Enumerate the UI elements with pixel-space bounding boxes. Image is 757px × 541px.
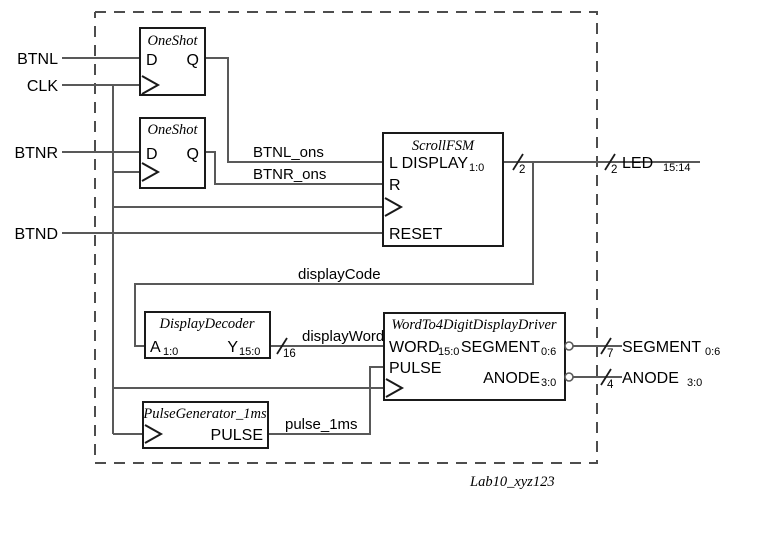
output-label-anode-sub: 3:0 <box>687 377 702 389</box>
worddriver-port-word-sub: 15:0 <box>438 346 459 358</box>
segment-inversion-bubble-icon <box>564 341 574 351</box>
oneshot-top-port-d: D <box>146 52 158 69</box>
wire-displaycode <box>134 162 534 347</box>
signal-label-displayword: displayWord <box>302 328 384 345</box>
signal-label-displaycode: displayCode <box>298 266 381 283</box>
top-module-name-label: Lab10_xyz123 <box>469 474 555 490</box>
pulsegenerator-port-pulse: PULSE <box>211 427 263 444</box>
oneshot-top-clock-icon <box>141 75 161 95</box>
displaydecoder-port-y: Y <box>227 339 238 356</box>
bus-width-segment: 7 <box>607 348 613 360</box>
bus-tick-anode <box>600 368 612 386</box>
oneshot-bottom-port-d: D <box>146 146 158 163</box>
bus-tick-led <box>604 153 616 171</box>
output-labels: LED 15:14 SEGMENT 0:6 ANODE 3:0 <box>622 155 720 389</box>
block-oneshot-bottom[interactable]: OneShot D Q <box>139 117 206 189</box>
worddriver-clock-icon <box>385 378 405 398</box>
displaydecoder-port-a-sub: 1:0 <box>163 346 178 358</box>
worddriver-body <box>383 312 566 401</box>
signal-labels: BTNL_ons BTNR_ons displayCode displayWor… <box>253 144 384 433</box>
block-pulsegenerator[interactable]: PulseGenerator_1ms PULSE <box>142 401 269 449</box>
output-label-led-sub: 15:14 <box>663 162 691 174</box>
worddriver-port-pulse: PULSE <box>389 360 441 377</box>
bus-width-anode: 4 <box>607 379 614 391</box>
pulsegenerator-body <box>142 401 269 449</box>
input-label-btnd: BTND <box>14 226 58 243</box>
oneshot-top-body <box>139 27 206 96</box>
displaydecoder-port-a: A <box>150 339 161 356</box>
displaydecoder-module-label: DisplayDecoder <box>158 316 254 332</box>
scrollfsm-port-reset: RESET <box>389 226 443 243</box>
scrollfsm-port-display-sub: 1:0 <box>469 162 484 174</box>
scrollfsm-body <box>382 132 504 247</box>
block-scrollfsm[interactable]: ScrollFSM L R RESET DISPLAY 1:0 <box>382 132 504 247</box>
bus-width-displayword: 16 <box>283 348 296 360</box>
signal-label-pulse-1ms: pulse_1ms <box>285 416 358 433</box>
scrollfsm-port-r: R <box>389 177 401 194</box>
input-labels: BTNL CLK BTNR BTND <box>14 51 58 243</box>
wire-pulse-1ms <box>268 366 384 435</box>
signal-label-btnr-ons: BTNR_ons <box>253 166 326 183</box>
wire-layer <box>62 57 700 435</box>
oneshot-top-port-q: Q <box>187 52 199 69</box>
worddriver-port-word: WORD <box>389 339 440 356</box>
output-label-led: LED <box>622 155 653 172</box>
block-displaydecoder[interactable]: DisplayDecoder A 1:0 Y 15:0 <box>144 311 271 359</box>
block-worddriver[interactable]: WordTo4DigitDisplayDriver WORD 15:0 PULS… <box>383 312 574 401</box>
oneshot-bottom-module-label: OneShot <box>148 122 199 138</box>
wire-btnl-ons <box>205 57 383 163</box>
worddriver-module-label: WordTo4DigitDisplayDriver <box>391 317 557 333</box>
top-module-boundary <box>94 11 598 464</box>
signal-label-btnl-ons: BTNL_ons <box>253 144 324 161</box>
input-label-clk: CLK <box>27 78 58 95</box>
displaydecoder-port-y-sub: 15:0 <box>239 346 260 358</box>
oneshot-bottom-clock-icon <box>141 162 161 182</box>
pulsegenerator-clock-icon <box>144 424 164 444</box>
worddriver-port-anode: ANODE <box>483 370 540 387</box>
block-oneshot-top[interactable]: OneShot D Q <box>139 27 206 96</box>
oneshot-bottom-port-q: Q <box>187 146 199 163</box>
output-label-segment-sub: 0:6 <box>705 346 720 358</box>
bus-tick-segment <box>600 337 612 355</box>
input-label-btnr: BTNR <box>14 145 58 162</box>
bus-width-led: 2 <box>611 164 617 176</box>
oneshot-top-module-label: OneShot <box>148 33 199 49</box>
scrollfsm-module-label: ScrollFSM <box>412 138 475 154</box>
output-label-anode: ANODE <box>622 370 679 387</box>
pulsegenerator-module-label: PulseGenerator_1ms <box>142 406 267 422</box>
displaydecoder-body <box>144 311 271 359</box>
bus-tick-displayword <box>276 337 288 355</box>
scrollfsm-clock-icon <box>384 197 404 217</box>
bus-width-display: 2 <box>519 164 525 176</box>
scrollfsm-port-l: L <box>389 155 398 172</box>
anode-inversion-bubble-icon <box>564 372 574 382</box>
worddriver-port-segment: SEGMENT <box>461 339 540 356</box>
worddriver-port-segment-sub: 0:6 <box>541 346 556 358</box>
bus-tick-display <box>512 153 524 171</box>
input-label-btnl: BTNL <box>17 51 58 68</box>
bus-width-markers: 2 2 16 7 4 <box>276 153 617 391</box>
worddriver-port-anode-sub: 3:0 <box>541 377 556 389</box>
wire-btnr-ons <box>205 151 383 185</box>
output-label-segment: SEGMENT <box>622 339 701 356</box>
scrollfsm-port-display: DISPLAY <box>402 155 469 172</box>
